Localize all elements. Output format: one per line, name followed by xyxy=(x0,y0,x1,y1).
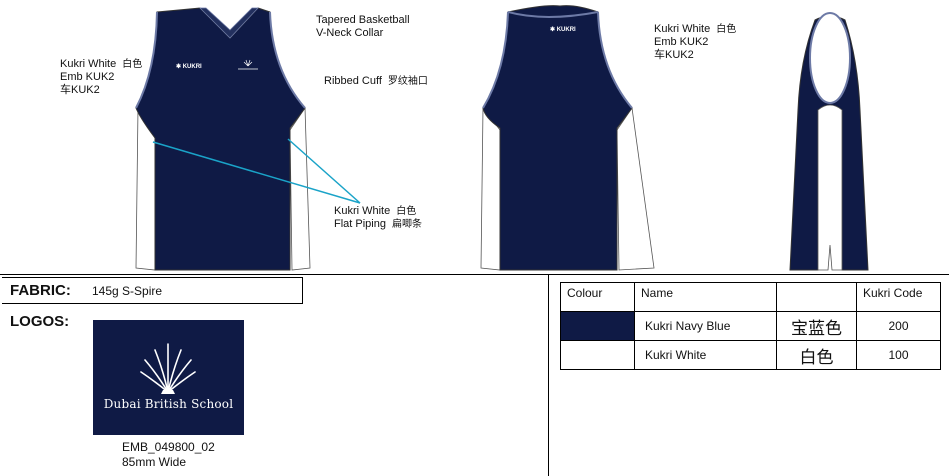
palm-crest-icon xyxy=(140,343,196,394)
front-colour-emb: Emb KUK2 xyxy=(60,71,115,83)
header-chinese xyxy=(776,282,857,312)
cuff-note: Ribbed Cuff 罗纹袖口 xyxy=(324,75,428,88)
garment-drawings: ✱ KUKRI ✱ KUKRI xyxy=(135,5,869,271)
front-colour-cn: 白色 xyxy=(122,59,143,70)
front-colour-note: Kukri White 白色 Emb KUK2 车KUK2 xyxy=(60,58,142,97)
piping-type: Flat Piping xyxy=(334,218,386,230)
table-row: Kukri Navy Blue 宝蓝色 200 xyxy=(560,311,941,341)
front-colour-emb-cn: 车KUK2 xyxy=(60,84,100,96)
header-name: Name xyxy=(634,282,777,312)
piping-type-cn: 扁唧条 xyxy=(391,219,422,230)
front-brand-text: ✱ KUKRI xyxy=(176,63,202,70)
logo-code: EMB_049800_02 xyxy=(122,440,215,454)
colour-name-cn: 白色 xyxy=(776,340,857,370)
colour-name: Kukri White xyxy=(634,340,777,370)
colour-name-cn: 宝蓝色 xyxy=(776,311,857,341)
front-vest: ✱ KUKRI xyxy=(135,7,361,271)
back-vest: ✱ KUKRI xyxy=(480,5,655,271)
school-logo: Dubai British School xyxy=(93,320,244,435)
piping-label: Kukri White xyxy=(334,205,391,217)
section-divider xyxy=(0,274,949,275)
colour-table: Colour Name Kukri Code Kukri Navy Blue 宝… xyxy=(560,282,941,370)
colour-swatch-navy xyxy=(560,311,635,341)
colour-table-header: Colour Name Kukri Code xyxy=(560,282,941,312)
fabric-box xyxy=(2,277,303,304)
logo-size: 85mm Wide xyxy=(122,455,187,469)
collar-note-line1: Tapered Basketball xyxy=(316,14,410,26)
table-row: Kukri White 白色 100 xyxy=(560,340,941,370)
colour-name: Kukri Navy Blue xyxy=(634,311,777,341)
side-vest xyxy=(789,12,869,271)
piping-cn: 白色 xyxy=(396,206,417,217)
back-colour-label: Kukri White xyxy=(654,23,711,35)
back-colour-note: Kukri White 白色 Emb KUK2 车KUK2 xyxy=(654,23,736,62)
fabric-label: FABRIC: xyxy=(10,282,71,299)
front-colour-label: Kukri White xyxy=(60,58,117,70)
back-colour-emb: Emb KUK2 xyxy=(654,36,709,48)
header-kukri-code: Kukri Code xyxy=(856,282,941,312)
cuff-note-label: Ribbed Cuff xyxy=(324,75,382,87)
logos-label: LOGOS: xyxy=(10,313,70,330)
logo-spec: EMB_049800_02 85mm Wide xyxy=(122,440,215,470)
back-brand-text: ✱ KUKRI xyxy=(550,26,576,33)
header-colour: Colour xyxy=(560,282,635,312)
school-logo-text: Dubai British School xyxy=(103,397,234,411)
colour-code: 200 xyxy=(856,311,941,341)
collar-note: Tapered Basketball V-Neck Collar xyxy=(316,14,410,40)
cuff-note-cn: 罗纹袖口 xyxy=(387,76,428,87)
colour-code: 100 xyxy=(856,340,941,370)
piping-note: Kukri White 白色 Flat Piping 扁唧条 xyxy=(334,205,422,231)
collar-note-line2: V-Neck Collar xyxy=(316,27,384,39)
colour-swatch-white xyxy=(560,340,635,370)
back-colour-cn: 白色 xyxy=(716,24,737,35)
front-school-logo-icon xyxy=(238,59,258,70)
fabric-value: 145g S-Spire xyxy=(92,284,163,298)
back-colour-emb-cn: 车KUK2 xyxy=(654,49,694,61)
column-divider xyxy=(548,274,549,476)
